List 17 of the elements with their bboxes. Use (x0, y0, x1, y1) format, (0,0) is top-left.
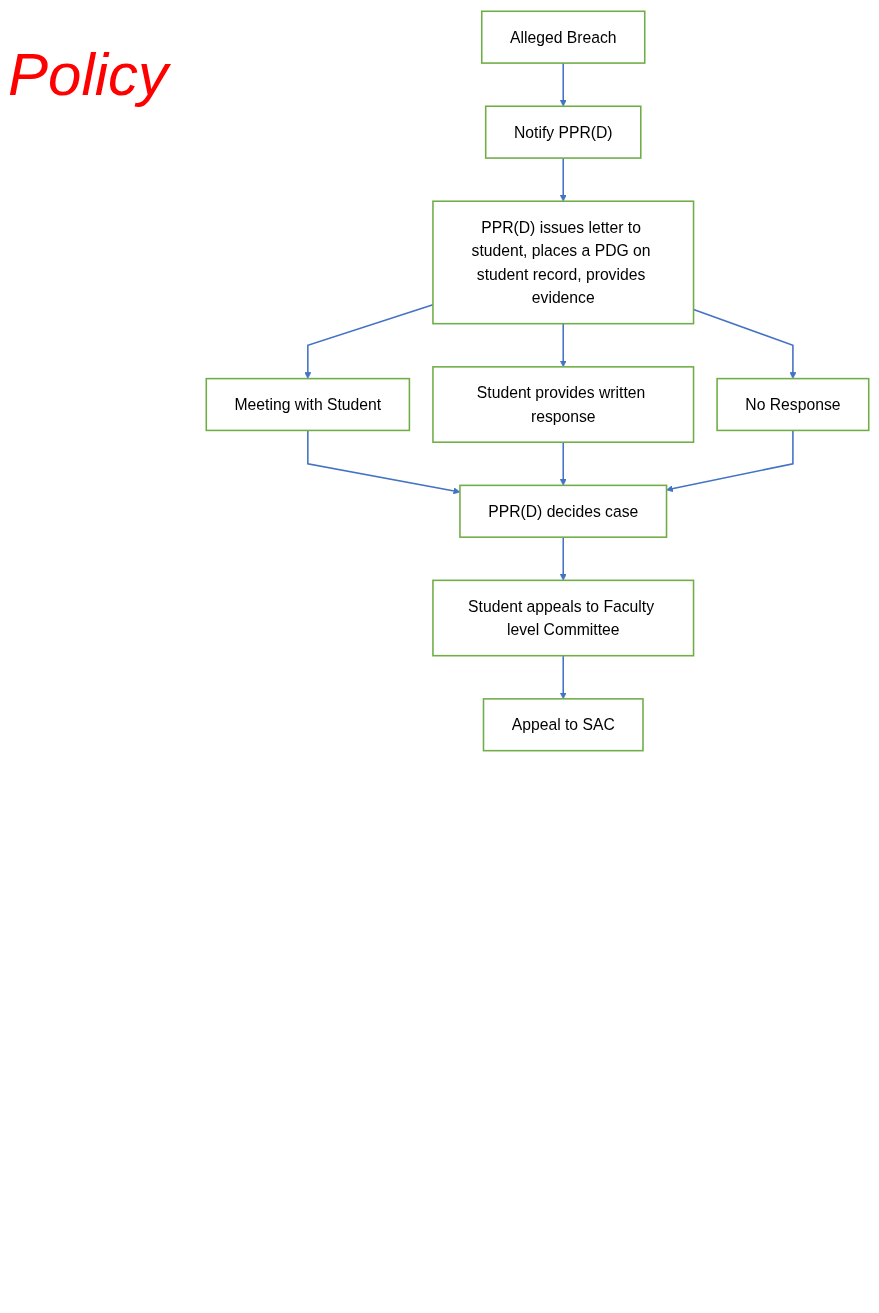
arrow (559, 441, 567, 486)
node-box: No Response (716, 377, 870, 432)
arrow (666, 429, 794, 493)
node-box: Student appeals to Faculty level Committee (432, 579, 695, 657)
arrow (559, 322, 567, 368)
arrow (559, 62, 567, 107)
node-box: PPR(D) decides case (459, 484, 668, 538)
arrow (559, 536, 567, 581)
title: Policy (8, 40, 169, 109)
node-box: Appeal to SAC (482, 698, 644, 752)
arrow (559, 157, 567, 202)
node-box: Notify PPR(D) (484, 105, 642, 159)
node-box: Student provides written response (432, 366, 695, 443)
node-box: Alleged Breach (480, 10, 646, 64)
node-box: Meeting with Student (205, 377, 411, 432)
node-box: PPR(D) issues letter to student, places a PDG on student record, provides evidence (432, 200, 695, 325)
arrow (559, 654, 567, 700)
